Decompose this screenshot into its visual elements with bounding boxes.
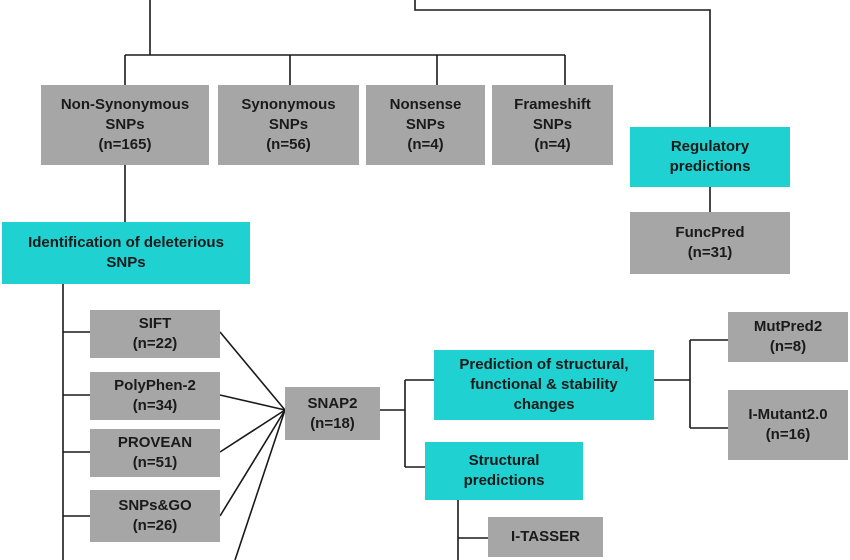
box-count: (n=56) — [266, 136, 311, 153]
box-label: FuncPred — [675, 224, 745, 241]
box-count: (n=4) — [534, 136, 571, 153]
sift-box: SIFT (n=22) — [90, 310, 220, 358]
box-count: (n=31) — [687, 244, 733, 261]
nonsense-snps-box: Nonsense SNPs (n=4) — [366, 85, 485, 165]
box-count: (n=165) — [98, 136, 152, 153]
box-sublabel: SNPs — [105, 116, 145, 133]
non-synonymous-snps-box: Non-Synonymous SNPs (n=165) — [41, 85, 209, 165]
line-struct-right — [654, 339, 728, 429]
provean-box: PROVEAN (n=51) — [90, 429, 220, 477]
box-label: SNAP2 — [307, 394, 358, 412]
mutpred2-box: MutPred2 (n=8) — [728, 312, 848, 362]
polyphen-2-box: PolyPhen-2 (n=34) — [90, 372, 220, 420]
box-label: MutPred2 — [753, 318, 823, 335]
box-sublabel: functional & stability — [470, 376, 618, 393]
box-label: PolyPhen-2 — [114, 377, 196, 394]
box-label: Synonymous — [241, 96, 336, 113]
structural-predictions-box: Structural predictions — [425, 442, 583, 500]
synonymous-snps-box: Synonymous SNPs (n=56) — [218, 85, 359, 165]
line-top-left — [124, 0, 566, 85]
box-count: (n=4) — [407, 136, 444, 153]
line-deleterious-tools — [62, 284, 90, 560]
box-label: SIFT — [138, 315, 172, 332]
box-sublabel: SNPs — [268, 116, 309, 133]
i-mutant2-box: I-Mutant2.0 (n=16) — [728, 390, 848, 460]
line-top-right — [414, 0, 711, 127]
line-snap2-branch — [380, 379, 434, 468]
box-label: PROVEAN — [117, 434, 193, 451]
box-count: (n=18) — [310, 414, 355, 432]
line-structural-itasser — [457, 500, 488, 560]
funcpred-box: FuncPred (n=31) — [630, 212, 790, 274]
box-sublabel-2: changes — [513, 396, 575, 413]
box-count: (n=34) — [132, 397, 178, 414]
box-sublabel: SNPs — [405, 116, 446, 133]
i-tasser-box: I-TASSER — [488, 517, 603, 557]
box-label: Non-Synonymous — [60, 96, 190, 113]
structural-functional-stability-box: Prediction of structural, functional & s… — [434, 350, 654, 420]
snap2-box: SNAP2 (n=18) — [285, 387, 380, 440]
regulatory-predictions-box: Regulatory predictions — [630, 127, 790, 187]
box-label: Regulatory — [670, 138, 750, 155]
box-label: Prediction of structural, — [459, 356, 629, 373]
box-sublabel: predictions — [463, 472, 545, 489]
box-count: (n=8) — [769, 338, 807, 355]
box-label: Nonsense — [389, 96, 462, 113]
box-count: (n=26) — [132, 517, 178, 534]
box-label: I-TASSER — [511, 528, 580, 545]
box-count: (n=22) — [132, 335, 178, 352]
box-label: SNPs&GO — [118, 497, 192, 514]
box-sublabel: predictions — [669, 158, 751, 175]
box-label: Identification of deleterious — [28, 234, 224, 251]
box-label: Structural — [468, 452, 540, 469]
box-label: Frameshift — [514, 96, 591, 113]
box-label: I-Mutant2.0 — [748, 406, 828, 423]
box-count: (n=51) — [132, 454, 178, 471]
line-tools-snap2 — [219, 331, 286, 560]
identification-deleterious-snps-box: Identification of deleterious SNPs — [2, 222, 250, 284]
box-count: (n=16) — [765, 426, 811, 443]
box-sublabel: SNPs — [106, 254, 146, 271]
box-sublabel: SNPs — [532, 116, 573, 133]
frameshift-snps-box: Frameshift SNPs (n=4) — [492, 85, 613, 165]
snps-go-box: SNPs&GO (n=26) — [90, 490, 220, 542]
